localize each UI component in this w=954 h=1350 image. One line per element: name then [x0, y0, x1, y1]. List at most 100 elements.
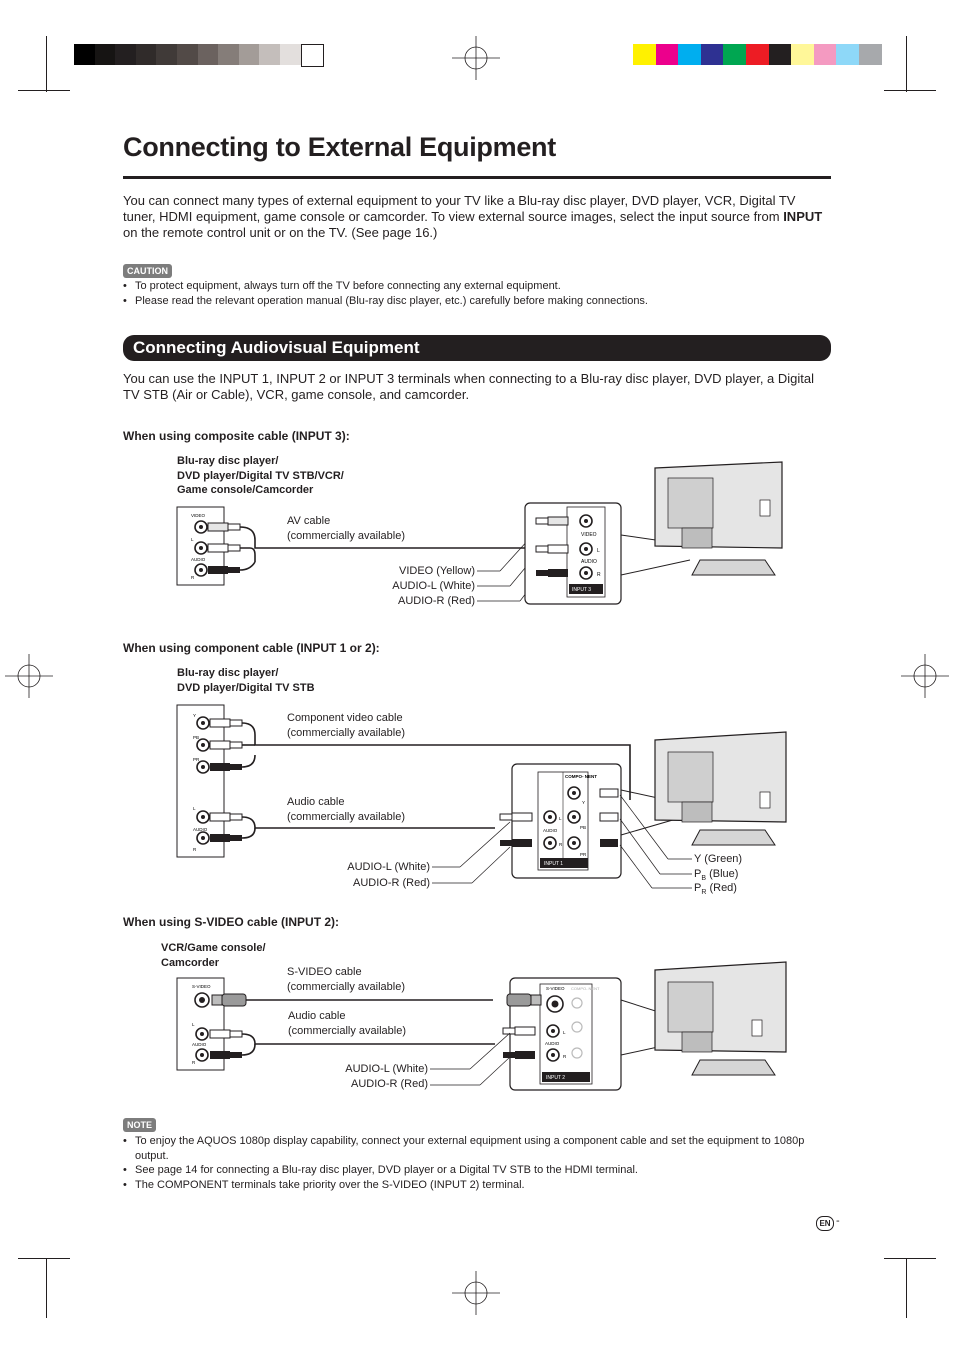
- tv-rear-illustration: [654, 731, 787, 846]
- section-header: Connecting Audiovisual Equipment: [123, 335, 831, 361]
- svg-text:R: R: [192, 1060, 196, 1065]
- svg-text:R: R: [559, 842, 563, 847]
- component-video-cable-label: Component video cable (commercially avai…: [287, 712, 405, 739]
- device-panel: [176, 704, 225, 858]
- caution-badge: CAUTION: [123, 264, 172, 278]
- svg-text:INPUT 1: INPUT 1: [544, 861, 563, 867]
- grayscale-swatch: [259, 44, 281, 65]
- grayscale-swatch: [156, 44, 178, 65]
- video-yellow-label: VIDEO (Yellow): [398, 565, 475, 577]
- device-jacks: [196, 716, 210, 845]
- composite-device-label: Blu-ray disc player/ DVD player/Digital …: [177, 455, 344, 496]
- process-color-swatch: [633, 44, 656, 65]
- note-item: The COMPONENT terminals take priority ov…: [123, 1178, 831, 1193]
- note-list: To enjoy the AQUOS 1080p display capabil…: [123, 1134, 831, 1192]
- grayscale-swatch: [177, 44, 198, 65]
- language-badge: EN: [816, 1216, 834, 1231]
- process-color-swatch: [791, 44, 815, 65]
- audio-cable-label: Audio cable (commercially available): [288, 1010, 406, 1037]
- grayscale-swatch: [197, 44, 219, 65]
- svg-text:L: L: [559, 816, 562, 821]
- tv-video-text: VIDEO: [581, 532, 597, 538]
- audio-l-white-label: AUDIO-L (White): [347, 861, 430, 873]
- dev-l-text: L: [191, 537, 194, 542]
- svg-text:AUDIO: AUDIO: [543, 828, 558, 833]
- tv-plugs: [535, 516, 569, 577]
- section-title: Connecting Audiovisual Equipment: [133, 338, 420, 357]
- caution-item: To protect equipment, always turn off th…: [123, 279, 831, 294]
- tv-rear-illustration: [654, 461, 783, 576]
- process-color-swatch: [723, 44, 747, 65]
- tv-r-text: R: [597, 572, 601, 578]
- audio-l-white-label: AUDIO-L (White): [392, 580, 475, 592]
- tv-rear-illustration: [654, 961, 787, 1076]
- grayscale-swatch: [135, 44, 157, 65]
- svg-text:L: L: [193, 806, 196, 811]
- component-heading: When using component cable (INPUT 1 or 2…: [123, 641, 380, 655]
- grayscale-swatch: [115, 44, 137, 65]
- svg-text:PR: PR: [580, 852, 587, 857]
- audio-l-white-label: AUDIO-L (White): [345, 1063, 428, 1075]
- process-color-swatch: [813, 44, 837, 65]
- svg-text:S-VIDEO: S-VIDEO: [546, 986, 565, 991]
- tv-jacks: [579, 514, 593, 580]
- svg-text:PR: PR: [193, 757, 200, 762]
- svg-text:S-VIDEO: S-VIDEO: [192, 984, 211, 989]
- av-cable-label: AV cable (commercially available): [287, 515, 405, 542]
- tv-input-text: INPUT 3: [572, 587, 591, 593]
- process-color-swatch: [746, 44, 769, 65]
- audio-cable-label: Audio cable (commercially available): [287, 796, 405, 823]
- process-color-swatch: [678, 44, 702, 65]
- intro-paragraph: You can connect many types of external e…: [123, 193, 831, 241]
- leader-lines: [432, 794, 692, 889]
- section-intro: You can use the INPUT 1, INPUT 2 or INPU…: [123, 371, 815, 402]
- leader-lines: [430, 1032, 511, 1086]
- note-badge: NOTE: [123, 1118, 157, 1132]
- tv-audio-text: AUDIO: [581, 559, 597, 565]
- component-cables: [241, 722, 631, 839]
- process-color-swatch: [700, 44, 724, 65]
- tv-plugs: [499, 788, 619, 847]
- svg-text:INPUT 2: INPUT 2: [546, 1075, 565, 1081]
- process-color-swatch: [655, 44, 679, 65]
- grayscale-swatch: [218, 44, 240, 65]
- grayscale-swatch: [300, 44, 324, 67]
- note-item: See page 14 for connecting a Blu-ray dis…: [123, 1163, 831, 1178]
- audio-r-red-label: AUDIO-R (Red): [397, 595, 475, 607]
- intro-text-1: You can connect many types of external e…: [123, 193, 796, 224]
- caution-list: To protect equipment, always turn off th…: [123, 279, 831, 308]
- audio-r-red-label: AUDIO-R (Red): [350, 1078, 428, 1090]
- intro-bold-input: INPUT: [783, 209, 823, 224]
- audio-r-red-label: AUDIO-R (Red): [352, 877, 430, 889]
- page-number-dash: -: [836, 1215, 840, 1227]
- svg-text:AUDIO: AUDIO: [193, 827, 208, 832]
- dev-r-text: R: [191, 575, 195, 580]
- grayscale-swatch: [94, 44, 116, 65]
- process-color-swatch: [836, 44, 860, 65]
- tv-jacks: [543, 786, 581, 850]
- y-green-label: Y (Green): [694, 853, 743, 865]
- svg-text:PB: PB: [193, 735, 199, 740]
- svg-text:L: L: [192, 1022, 195, 1027]
- svg-text:AUDIO: AUDIO: [545, 1041, 560, 1046]
- note-item: To enjoy the AQUOS 1080p display capabil…: [123, 1134, 831, 1163]
- svg-text:R: R: [193, 847, 197, 852]
- grayscale-swatch: [74, 44, 95, 65]
- pb-blue-label: PB (Blue): [694, 868, 739, 883]
- component-device-label: Blu-ray disc player/ DVD player/Digital …: [177, 667, 315, 694]
- svg-text:Y: Y: [193, 713, 196, 718]
- svg-text:COMPO- NENT: COMPO- NENT: [571, 986, 600, 991]
- device-jacks: [194, 520, 208, 577]
- process-color-swatch: [768, 44, 792, 65]
- svg-text:PB: PB: [580, 825, 586, 830]
- pr-red-label: PR (Red): [694, 882, 737, 897]
- svideo-device-label: VCR/Game console/ Camcorder: [161, 942, 266, 969]
- tv-plugs: [502, 993, 542, 1059]
- grayscale-swatch: [280, 44, 301, 65]
- dev-audio-text: AUDIO: [191, 557, 206, 562]
- dev-video-text: VIDEO: [191, 513, 206, 518]
